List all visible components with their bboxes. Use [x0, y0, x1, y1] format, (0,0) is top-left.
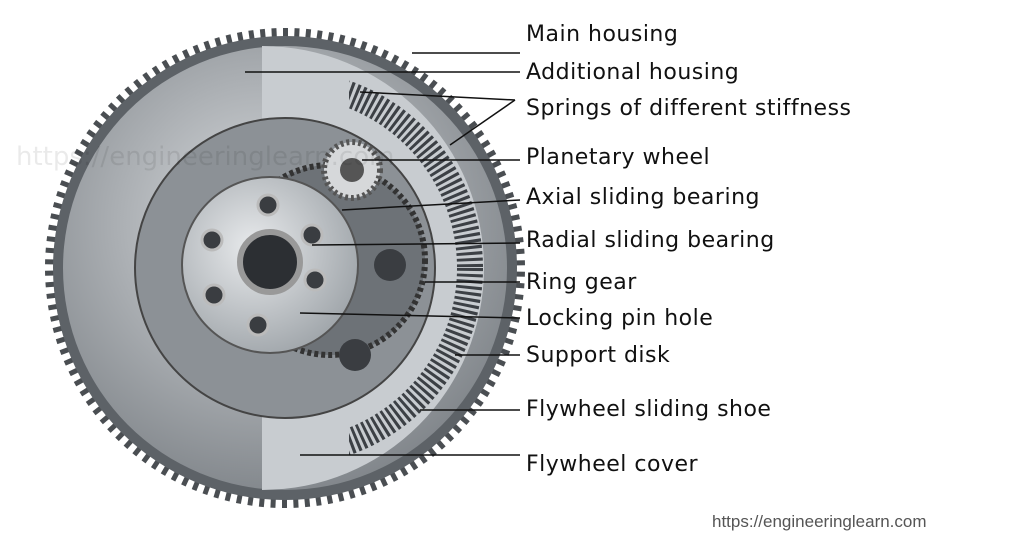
watermark: https://engineeringlearn.com — [16, 142, 395, 172]
gear-tooth — [282, 496, 287, 508]
dark-hole — [339, 339, 371, 371]
dark-hole — [374, 249, 406, 281]
label-axial-sliding-bearing: Axial sliding bearing — [526, 185, 760, 210]
label-locking-pin-hole: Locking pin hole — [526, 306, 714, 331]
label-planetary-wheel: Planetary wheel — [526, 145, 711, 170]
label-springs: Springs of different stiffness — [526, 96, 852, 121]
label-support-disk: Support disk — [526, 343, 671, 368]
label-main-housing: Main housing — [526, 22, 679, 47]
label-additional-housing: Additional housing — [526, 60, 740, 85]
label-ring-gear: Ring gear — [526, 270, 637, 295]
label-flywheel-cover: Flywheel cover — [526, 452, 699, 477]
leader-lines — [245, 52, 521, 456]
label-radial-sliding-bearing: Radial sliding bearing — [526, 228, 775, 253]
hub-bolts — [200, 193, 327, 337]
center-bore — [237, 229, 303, 295]
source-url: https://engineeringlearn.com — [712, 512, 927, 531]
label-flywheel-sliding-shoe: Flywheel sliding shoe — [526, 397, 772, 422]
gear-tooth — [283, 28, 288, 40]
planetary-wheel-hub — [340, 158, 364, 182]
